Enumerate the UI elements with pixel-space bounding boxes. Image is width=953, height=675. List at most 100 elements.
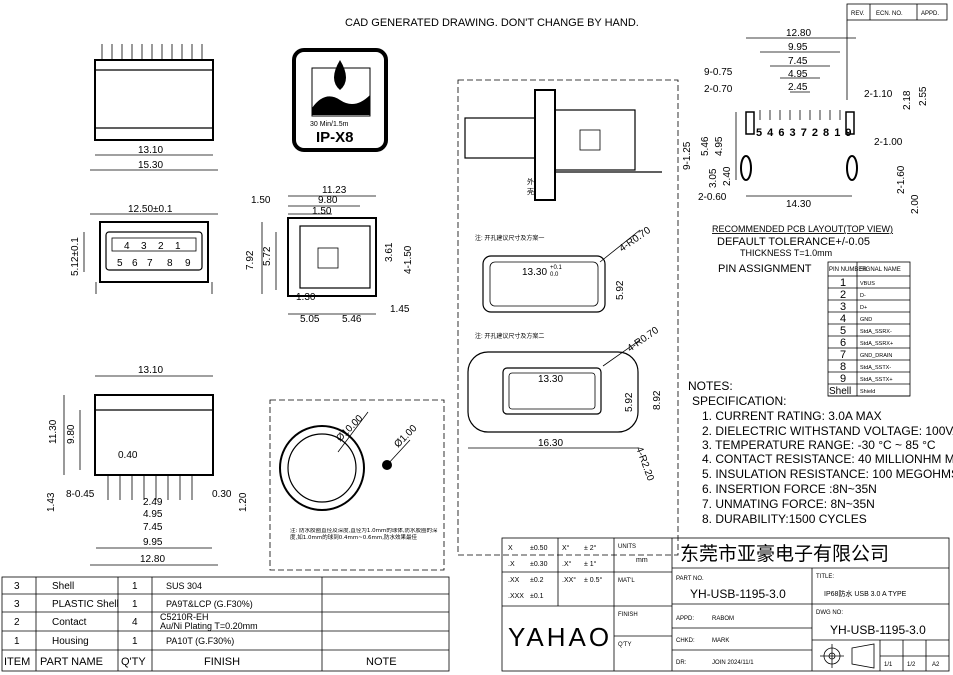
bom-qty: 1	[132, 581, 138, 592]
part-no-label: PART NO.	[676, 576, 704, 582]
bom-qty: 1	[132, 599, 138, 610]
bottom-dim-4-95: 4.95	[143, 509, 163, 520]
pin-signal: Shield	[860, 389, 875, 395]
ang-x: X°	[562, 544, 570, 552]
port-pin-6: 6	[132, 258, 138, 269]
notes-spec: SPECIFICATION:	[692, 394, 786, 408]
bottom-dim-1-20: 1.20	[238, 492, 249, 512]
tol-x: X	[508, 545, 513, 552]
seal-detail: Ø10.00 Ø1.00 注: 防水胶圈直径及深度,直径为1.0mm的球体,防水…	[269, 399, 445, 571]
side-dim-5-46: 5.46	[342, 314, 362, 325]
bom-header-item: ITEM	[4, 656, 30, 668]
pin-signal: StdA_SSRX+	[860, 341, 893, 347]
bottom-dim-1-43: 1.43	[46, 492, 57, 512]
ang-xxx-val: ± 0.5°	[584, 576, 603, 584]
pin-number: 6	[840, 337, 846, 349]
note-item-6: 6. INSERTION FORCE :8N~35N	[702, 482, 877, 496]
panel-r2: 4-R0.70	[625, 325, 661, 355]
bottom-dim-9-95: 9.95	[143, 537, 163, 548]
company-logo: YAHAO	[508, 622, 612, 652]
port-pin-1: 1	[175, 241, 181, 252]
pcb-dim-2-45: 2.45	[788, 82, 808, 93]
side-dim-3-61: 3.61	[384, 242, 395, 262]
front-width-top: 13.10	[138, 145, 163, 156]
ecn-header: ECN. NO.	[876, 11, 903, 17]
bom-finish: PA9T&LCP (G.F30%)	[166, 599, 253, 609]
panel-h2b: 8.92	[652, 390, 663, 410]
side-dim-1-45: 1.45	[390, 304, 410, 315]
bom-item: 3	[14, 581, 20, 592]
note-item-1: 1. CURRENT RATING: 3.0A MAX	[702, 409, 882, 423]
panel-w3: 16.30	[538, 438, 563, 449]
pin-number: Shell	[829, 386, 851, 397]
pcb-dim-2-55: 2.55	[918, 86, 929, 106]
front-view: 13.10 15.30	[90, 44, 218, 171]
dwg-no-label: DWG NO:	[816, 610, 843, 616]
bom-part-name: Contact	[52, 617, 87, 628]
port-opening-dim: 12.50±0.1	[128, 204, 173, 215]
pin-signal: D-	[860, 293, 866, 299]
note-item-8: 8. DURABILITY:1500 CYCLES	[702, 512, 867, 526]
pin-number: 1	[840, 277, 846, 289]
panel-cut: 外 壳 注: 开孔建议尺寸及方案一 13.30 +0.1 0.0 5.92 4-…	[457, 79, 679, 556]
tol-xxx-val: ±0.2	[530, 577, 544, 584]
pin-signal: GND	[860, 317, 872, 323]
pcb-dim-2-0-60: 2-0.60	[698, 192, 727, 203]
pcb-dim-5-46: 5.46	[700, 136, 711, 156]
pcb-dim-14-30: 14.30	[786, 199, 811, 210]
side-dim-4-1-50: 4-1.50	[403, 245, 414, 274]
pcb-dim-9-1-25: 9-1.25	[682, 141, 693, 170]
pcb-dim-7-45: 7.45	[788, 56, 808, 67]
ang-xx-val: ± 1°	[584, 560, 597, 568]
panel-w1: 13.30	[522, 267, 547, 278]
part-no: YH-USB-1195-3.0	[690, 587, 786, 601]
pcb-pin-row: 5 4 6 3 7 2 8 1 9	[756, 127, 853, 139]
ang-x-val: ± 2°	[584, 544, 597, 552]
units-val: mm	[636, 557, 648, 564]
tol-xxx: .XX	[508, 577, 520, 584]
pin-signal: StdA_SSTX+	[860, 377, 893, 383]
panel-side-label-b: 壳	[527, 187, 534, 196]
ip-rating: IP-X8	[316, 129, 354, 146]
title-label: TITLE:	[816, 574, 834, 580]
pin-signal: GND_DRAIN	[860, 353, 892, 359]
note-item-7: 7. UNMATING FORCE: 8N~35N	[702, 497, 875, 511]
company-name: 东莞市亚豪电子有限公司	[680, 543, 889, 565]
bom-finish: C5210R-EH	[160, 612, 209, 622]
pin-signal: D+	[860, 305, 867, 311]
pcb-dim-4-95: 4.95	[788, 69, 808, 80]
tol-xxxx-val: ±0.1	[530, 593, 544, 600]
units-label: UNITS	[618, 544, 636, 550]
bom-qty: 1	[132, 636, 138, 647]
pin-number: 2	[840, 289, 846, 301]
seal-note: 注: 防水胶圈直径及深度,直径为1.0mm的球体,防水胶圈的深度,如1.0mm的…	[290, 528, 438, 541]
rev-header: REV.	[851, 11, 865, 17]
pin-signal: VBUS	[860, 281, 875, 287]
bottom-dim-12-80: 12.80	[140, 554, 165, 565]
pin-col-number: PIN NUMBER	[829, 267, 867, 273]
bottom-dim-13-10: 13.10	[138, 365, 163, 376]
tol-xx: .X	[508, 561, 515, 568]
pin-assignment-title: PIN ASSIGNMENT	[718, 263, 812, 275]
port-pin-3: 3	[141, 241, 147, 252]
panel-w1-tol-a: +0.1	[550, 265, 563, 271]
bottom-dim-2-49: 2.49	[143, 497, 163, 508]
pcb-dim-2-18: 2.18	[902, 90, 913, 110]
port-pin-7: 7	[147, 258, 153, 269]
note-item-4: 4. CONTACT RESISTANCE: 40 MILLIONHM MAX	[702, 452, 953, 466]
side-dim-5-05: 5.05	[300, 314, 320, 325]
tol-xxxx: .XXX	[508, 593, 524, 600]
port-pin-2: 2	[158, 241, 164, 252]
note-item-3: 3. TEMPERATURE RANGE: -30 °C ~ 85 °C	[702, 438, 936, 452]
bottom-dim-9-80: 9.80	[66, 424, 77, 444]
port-pin-8: 8	[167, 258, 173, 269]
dwg-no: YH-USB-1195-3.0	[830, 623, 926, 637]
pin-number: 3	[840, 301, 846, 313]
qty-label: Q'TY	[618, 642, 631, 648]
sheet-val: 1/2	[907, 662, 916, 668]
bom-header-finish: FINISH	[204, 656, 240, 668]
bottom-dim-0-30: 0.30	[212, 489, 232, 500]
pcb-dim-2-40: 2.40	[722, 166, 733, 186]
